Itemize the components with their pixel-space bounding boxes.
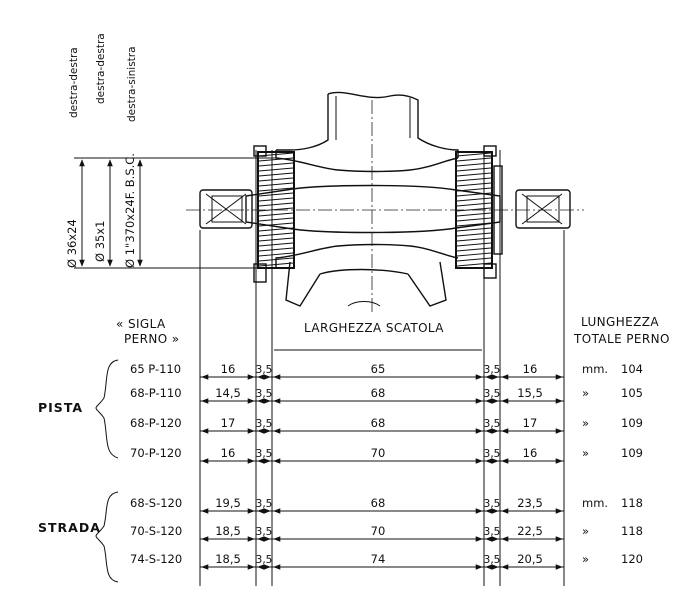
table-row: 70-S-120 18,5 3,5 70 3,5 22,5 » 118: [130, 524, 643, 542]
left-cup-cell: 3,5: [256, 418, 273, 430]
header-perno: PERNO »: [124, 332, 180, 346]
header-totale-perno: TOTALE PERNO: [573, 332, 670, 346]
shell-width-cell: 68: [371, 496, 386, 510]
sigla-cell: 68-S-120: [130, 496, 182, 510]
right-cup-cell: 3,5: [484, 418, 501, 430]
group-label: STRADA: [38, 520, 101, 535]
shell-width-cell: 70: [371, 524, 386, 538]
left-length-cell: 16: [221, 362, 236, 376]
sigla-cell: 74-S-120: [130, 552, 182, 566]
group-pista: PISTA 65 P-110 16 3,5 65 3,5 16 mm. 104 68-P-110 1…: [38, 359, 643, 464]
left-cup-cell: 3,5: [256, 526, 273, 538]
left-length-cell: 18,5: [215, 524, 241, 538]
right-length-cell: 15,5: [517, 386, 543, 400]
left-length-cell: 17: [221, 416, 236, 430]
left-cup-cell: 3,5: [256, 554, 273, 566]
spec-label-1: destra-destra: [68, 47, 80, 118]
table-row: 70-P-120 16 3,5 70 3,5 16 » 109: [130, 446, 643, 464]
dimension-table: PISTA 65 P-110 16 3,5 65 3,5 16 mm. 104 68-P-110 1…: [38, 150, 643, 586]
total-length-cell: 109: [621, 416, 643, 430]
right-length-cell: 17: [523, 416, 538, 430]
right-length-cell: 20,5: [517, 552, 543, 566]
bracket-shell: [275, 150, 459, 173]
right-length-cell: 22,5: [517, 524, 543, 538]
unit-cell: mm.: [582, 362, 608, 376]
total-length-cell: 118: [621, 496, 643, 510]
chain-stay-left: [285, 261, 321, 307]
total-length-cell: 120: [621, 552, 643, 566]
table-row: 68-P-110 14,5 3,5 68 3,5 15,5 » 105: [130, 386, 643, 404]
right-cup-cell: 3,5: [484, 448, 501, 460]
sigla-cell: 68-P-120: [130, 416, 182, 430]
header-sigla: « SIGLA: [116, 317, 166, 331]
seat-tube: [327, 91, 459, 158]
shell-width-cell: 68: [371, 416, 386, 430]
right-cup-cell: 3,5: [484, 388, 501, 400]
shell-width-cell: 70: [371, 446, 386, 460]
unit-cell: »: [582, 524, 589, 538]
left-length-cell: 19,5: [215, 496, 241, 510]
right-length-cell: 16: [523, 362, 538, 376]
group-label: PISTA: [38, 400, 83, 415]
unit-cell: »: [582, 446, 589, 460]
bracket-section: [186, 91, 584, 312]
right-cup-cell: 3,5: [484, 364, 501, 376]
table-row: 68-P-120 17 3,5 68 3,5 17 » 109: [130, 416, 643, 434]
shell-width-cell: 68: [371, 386, 386, 400]
total-length-cell: 109: [621, 446, 643, 460]
right-length-cell: 23,5: [517, 496, 543, 510]
group-brace: [95, 491, 119, 583]
sigla-cell: 70-S-120: [130, 524, 182, 538]
shell-width-cell: 74: [371, 552, 386, 566]
right-length-cell: 16: [523, 446, 538, 460]
thread-label-2: Ø 35x1: [93, 221, 107, 262]
total-length-cell: 104: [621, 362, 643, 376]
right-cup: [455, 145, 503, 279]
unit-cell: mm.: [582, 496, 608, 510]
sigla-cell: 70-P-120: [130, 446, 182, 460]
unit-cell: »: [582, 416, 589, 430]
left-length-cell: 14,5: [215, 386, 241, 400]
right-cup-cell: 3,5: [484, 554, 501, 566]
thread-label-3: Ø 1"370x24F. B.S.C.: [123, 153, 137, 268]
right-cup-cell: 3,5: [484, 498, 501, 510]
spec-label-3: destra-sinistra: [126, 46, 138, 122]
thread-dimensions: Ø 36x24 Ø 35x1 Ø 1"370x24F. B.S.C. destr…: [65, 33, 276, 269]
table-row: 68-S-120 19,5 3,5 68 3,5 23,5 mm. 118: [130, 496, 643, 514]
left-spindle-end: [199, 189, 253, 229]
thread-label-1: Ø 36x24: [65, 219, 79, 268]
sigla-cell: 68-P-110: [130, 386, 182, 400]
left-length-cell: 18,5: [215, 552, 241, 566]
left-length-cell: 16: [221, 446, 236, 460]
header-lunghezza: LUNGHEZZA: [581, 315, 659, 329]
unit-cell: »: [582, 386, 589, 400]
table-row: 65 P-110 16 3,5 65 3,5 16 mm. 104: [130, 362, 643, 380]
spec-label-2: destra-destra: [95, 33, 107, 104]
total-length-cell: 105: [621, 386, 643, 400]
table-row: 74-S-120 18,5 3,5 74 3,5 20,5 » 120: [130, 552, 643, 570]
chain-stay-right: [407, 261, 447, 307]
right-cup-cell: 3,5: [484, 526, 501, 538]
shell-width-cell: 65: [371, 362, 386, 376]
sigla-cell: 65 P-110: [130, 362, 181, 376]
unit-cell: »: [582, 552, 589, 566]
left-cup: [253, 145, 295, 283]
table-headers: « SIGLA PERNO » LARGHEZZA SCATOLA LUNGHE…: [116, 315, 670, 346]
left-cup-cell: 3,5: [256, 498, 273, 510]
left-cup-cell: 3,5: [256, 388, 273, 400]
left-cup-cell: 3,5: [256, 448, 273, 460]
header-larghezza-scatola: LARGHEZZA SCATOLA: [304, 321, 444, 335]
group-brace: [95, 359, 119, 459]
right-spindle-end: [515, 189, 571, 229]
left-cup-cell: 3,5: [256, 364, 273, 376]
total-length-cell: 118: [621, 524, 643, 538]
